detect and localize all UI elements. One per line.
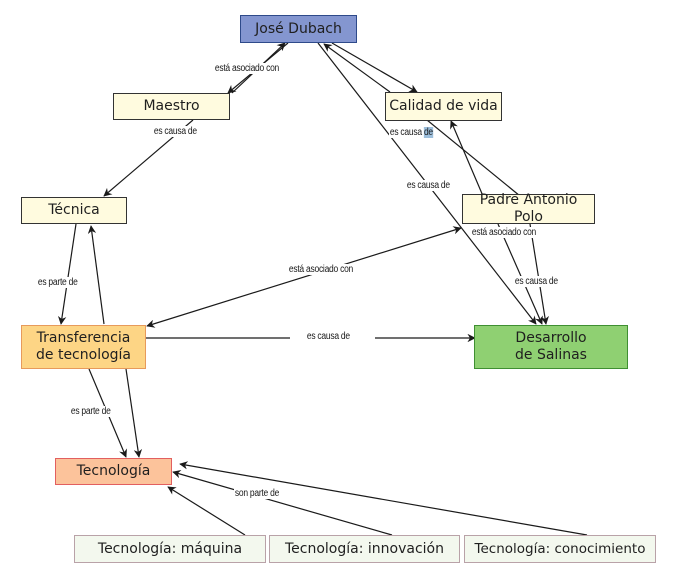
edge-tecnica-to-transferencia (57, 223, 77, 325)
label-transferencia-tecnologia: es parte de (70, 406, 112, 417)
edge-maquina-to-tecnologia (167, 486, 246, 536)
edge-padre-to-desarrollo-2 (529, 223, 549, 325)
label-tecnologias-tecnologia: son parte de (234, 488, 280, 499)
edge-padre-to-desarrollo-1 (497, 223, 543, 325)
label-jose-desarrollo: es causa de (406, 180, 451, 191)
node-transferencia-de-tecnologia[interactable]: Transferencia de tecnología (21, 325, 146, 369)
label-transferencia-desarrollo: es causa de (306, 331, 351, 342)
node-jose-dubach[interactable]: José Dubach (240, 15, 357, 43)
edge-transferencia-to-tecnologia-2 (125, 368, 143, 458)
edge-calidad-to-jose (323, 43, 391, 93)
node-tecnologia-conocimiento[interactable]: Tecnología: conocimiento (464, 535, 656, 563)
edge-transferencia-padre (146, 226, 462, 328)
edge-conocimiento-to-tecnologia (179, 461, 588, 536)
label-transferencia-padre: está asociado con (288, 264, 354, 275)
label-calidad-causa-highlight: de (423, 127, 433, 138)
node-tecnologia[interactable]: Tecnología (55, 458, 172, 485)
edge-innovacion-to-tecnologia (172, 470, 393, 536)
label-maestro-tecnica: es causa de (153, 126, 198, 137)
node-padre-antonio-polo[interactable]: Padre Antonio Polo (462, 192, 595, 225)
label-padre-desarrollo: es causa de (514, 276, 559, 287)
edge-transferencia-to-tecnica (87, 225, 105, 325)
label-jose-maestro: está asociado con (214, 63, 280, 74)
node-tecnica[interactable]: Técnica (21, 197, 127, 224)
label-padre-asociado: está asociado con (471, 227, 537, 238)
edge-jose-to-calidad (331, 42, 418, 93)
edge-padre-to-calidad (450, 120, 484, 197)
node-calidad-de-vida[interactable]: Calidad de vida (385, 92, 502, 121)
node-tecnologia-innovacion[interactable]: Tecnología: innovación (269, 535, 460, 563)
label-calidad-causa-text: es causa (389, 127, 422, 138)
node-desarrollo-de-salinas[interactable]: Desarrollo de Salinas (474, 325, 628, 369)
label-tecnica-transferencia: es parte de (37, 277, 79, 288)
node-maestro[interactable]: Maestro (113, 93, 230, 120)
edge-calidad-to-padre (426, 119, 521, 197)
node-tecnologia-maquina[interactable]: Tecnología: máquina (74, 535, 266, 563)
label-calidad-causa: es causa de (389, 127, 434, 138)
